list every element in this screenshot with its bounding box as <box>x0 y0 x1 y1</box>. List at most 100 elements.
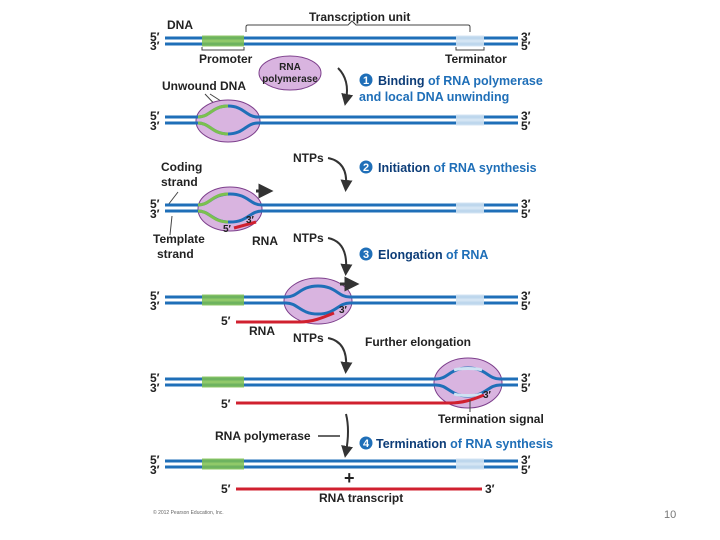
rna-polymerase-label-line1: RNA <box>279 62 301 73</box>
three-prime-end: 3′ <box>150 39 160 53</box>
ntps-label: NTPs <box>293 151 324 165</box>
promoter-region <box>197 209 229 224</box>
five-prime-end: 5′ <box>150 109 160 123</box>
step-title: Binding of RNA polymerase <box>378 74 543 88</box>
template-strand <box>165 301 518 316</box>
step-title: Initiation of RNA synthesis <box>378 161 537 175</box>
promoter-label: Promoter <box>199 52 253 66</box>
step-subtitle: and local DNA unwinding <box>359 90 509 104</box>
promoter-bracket <box>201 47 245 51</box>
rna-label: RNA <box>252 234 278 248</box>
five-prime-end: 5′ <box>521 207 531 221</box>
three-prime-end: 3′ <box>521 109 531 123</box>
process-arrow <box>327 157 353 192</box>
dna-row-final: 5′ 3′ 3′ 5′ + 5′ 3′ RNA transcript <box>150 453 531 505</box>
three-prime-end: 3′ <box>150 463 160 477</box>
dna-row-initial: 5′ 3′ 3′ 5′ DNA Transcription unit Promo… <box>150 10 531 66</box>
unwound-dna-label: Unwound DNA <box>162 79 246 93</box>
further-elongation: NTPs Further elongation <box>293 331 471 374</box>
rna-polymerase-free: RNA polymerase <box>258 55 322 91</box>
transcription-unit-bracket <box>245 20 471 32</box>
template-strand-label: strand <box>157 247 194 261</box>
termination-signal-label: Termination signal <box>438 412 544 426</box>
terminator-region <box>456 35 484 47</box>
promoter-region <box>202 294 244 306</box>
ntps-label: NTPs <box>293 231 324 245</box>
three-prime-end: 3′ <box>339 305 348 316</box>
page-number: 10 <box>664 509 676 521</box>
five-prime-end: 5′ <box>521 39 531 53</box>
step-1: 1 Binding of RNA polymerase and local DN… <box>337 67 543 106</box>
terminator-region <box>456 114 484 126</box>
step-title: Termination of RNA synthesis <box>376 437 553 451</box>
step-number: 1 <box>363 75 369 87</box>
promoter-region <box>202 458 244 470</box>
promoter-region <box>202 35 244 47</box>
process-arrow <box>337 67 354 106</box>
three-prime-end: 3′ <box>521 30 531 44</box>
five-prime-end: 5′ <box>521 119 531 133</box>
five-prime-end: 5′ <box>221 482 231 496</box>
three-prime-end: 3′ <box>150 119 160 133</box>
rna-strand <box>236 393 485 405</box>
promoter-region <box>202 376 244 388</box>
five-prime-end: 5′ <box>223 224 232 235</box>
rna-polymerase <box>433 357 503 409</box>
copyright-notice: © 2012 Pearson Education, Inc. <box>153 509 224 516</box>
five-prime-end: 5′ <box>150 289 160 303</box>
five-prime-end: 5′ <box>150 371 160 385</box>
promoter-region <box>197 104 229 119</box>
five-prime-end: 5′ <box>150 197 160 211</box>
step-number-badge <box>359 247 373 261</box>
dna-row-initiation: 5′ 3′ 3′ 5′ 3′ 5′ <box>150 183 531 235</box>
rna-label: RNA <box>249 324 275 338</box>
further-elongation-label: Further elongation <box>365 335 471 349</box>
pointer-line <box>167 191 179 206</box>
three-prime-end: 3′ <box>521 197 531 211</box>
dna-row-elongation: 5′ 3′ 3′ 5′ 3′ 5′ <box>150 276 531 328</box>
five-prime-end: 5′ <box>521 381 531 395</box>
five-prime-end: 5′ <box>150 30 160 44</box>
terminator-region <box>453 392 483 397</box>
rna-strand <box>236 311 335 324</box>
three-prime-end: 3′ <box>485 482 495 496</box>
terminator-region <box>456 458 484 470</box>
process-arrow <box>327 237 353 276</box>
three-prime-end: 3′ <box>521 371 531 385</box>
promoter-region <box>197 121 229 136</box>
five-prime-end: 5′ <box>221 314 231 328</box>
five-prime-end: 5′ <box>221 397 231 411</box>
process-arrow <box>341 413 353 458</box>
three-prime-end: 3′ <box>150 207 160 221</box>
five-prime-end: 5′ <box>150 453 160 467</box>
promoter-region <box>197 192 229 207</box>
three-prime-end: 3′ <box>521 453 531 467</box>
step-title: Elongation of RNA <box>378 248 488 262</box>
rna-transcript-label: RNA transcript <box>319 491 403 505</box>
five-prime-end: 5′ <box>521 463 531 477</box>
terminator-bracket <box>455 47 485 51</box>
terminator-region <box>456 294 484 306</box>
three-prime-end: 3′ <box>521 289 531 303</box>
three-prime-end: 3′ <box>150 381 160 395</box>
step-number-badge <box>359 73 373 87</box>
three-prime-end: 3′ <box>246 215 255 226</box>
three-prime-end: 3′ <box>150 299 160 313</box>
terminator-region <box>453 367 483 372</box>
step-4: RNA polymerase 4 Termination of RNA synt… <box>215 413 553 458</box>
rna-polymerase-label: RNA polymerase <box>215 429 311 443</box>
step-3: NTPs 3 Elongation of RNA <box>293 231 488 276</box>
terminator-label: Terminator <box>445 52 507 66</box>
coding-strand-label: strand <box>161 175 198 189</box>
pointer-line <box>169 215 173 236</box>
plus-sign: + <box>344 468 355 488</box>
step-number: 3 <box>363 249 369 261</box>
dna-row-binding: 5′ 3′ 3′ 5′ <box>150 99 531 143</box>
coding-strand <box>165 284 518 299</box>
three-prime-end: 3′ <box>483 390 492 401</box>
dna-row-termination-signal: 5′ 3′ 3′ 5′ 3′ 5′ <box>150 357 531 411</box>
five-prime-end: 5′ <box>521 299 531 313</box>
step-2: NTPs 2 Initiation of RNA synthesis <box>293 151 537 192</box>
transcription-unit-label: Transcription unit <box>309 10 410 24</box>
step-number-badge <box>359 160 373 174</box>
